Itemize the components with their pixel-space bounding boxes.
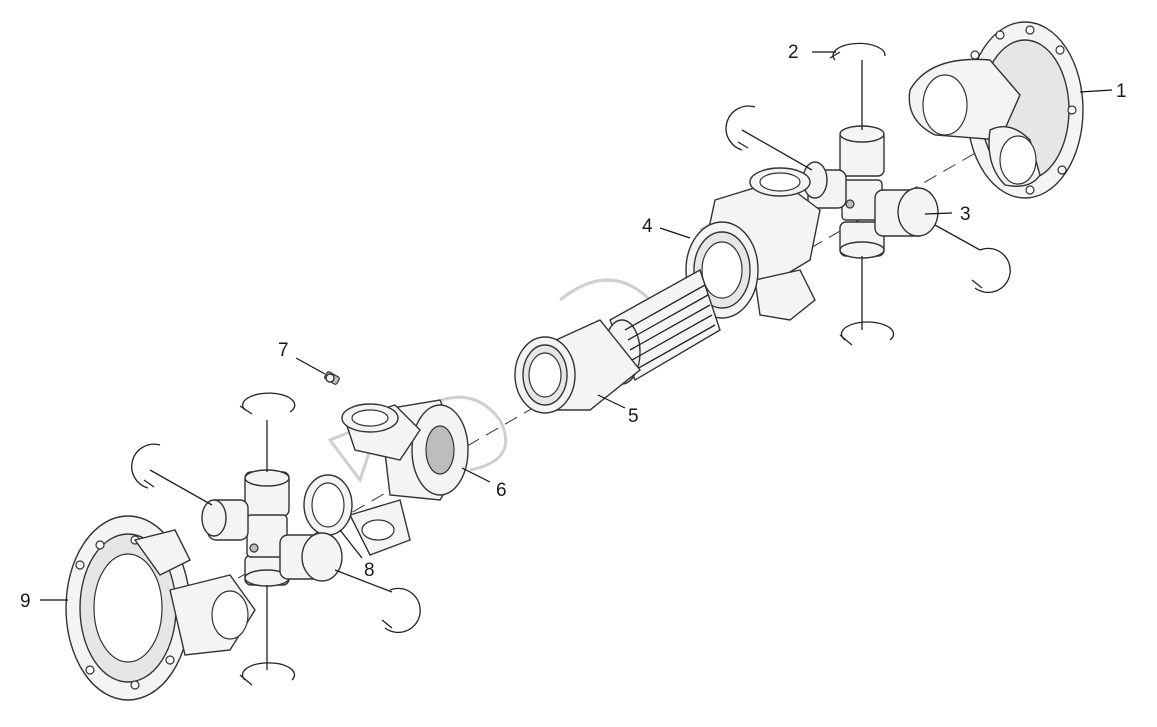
slip-sleeve bbox=[514, 319, 641, 414]
callout-2: 2 bbox=[788, 42, 799, 63]
callout-4: 4 bbox=[642, 216, 653, 237]
snap-rings-upper bbox=[725, 42, 1011, 346]
slip-yoke bbox=[685, 167, 821, 321]
callout-1: 1 bbox=[1116, 81, 1127, 102]
flange-yoke-top bbox=[908, 21, 1084, 199]
callout-7: 7 bbox=[278, 340, 289, 361]
callout-8: 8 bbox=[364, 560, 375, 581]
callout-5: 5 bbox=[628, 406, 639, 427]
callout-3: 3 bbox=[960, 204, 971, 225]
flange-yoke-bottom bbox=[65, 515, 256, 701]
tube-yoke-lower bbox=[341, 399, 469, 556]
callout-labels: 1 2 3 4 5 6 7 8 9 bbox=[20, 42, 1127, 612]
bearing-cap bbox=[303, 474, 353, 536]
callout-9: 9 bbox=[20, 591, 31, 612]
upper-universal-joint-cross bbox=[802, 125, 939, 259]
grease-fitting bbox=[324, 371, 340, 385]
snap-rings-lower bbox=[131, 392, 421, 686]
leader-lines bbox=[40, 51, 1113, 601]
callout-6: 6 bbox=[496, 480, 507, 501]
